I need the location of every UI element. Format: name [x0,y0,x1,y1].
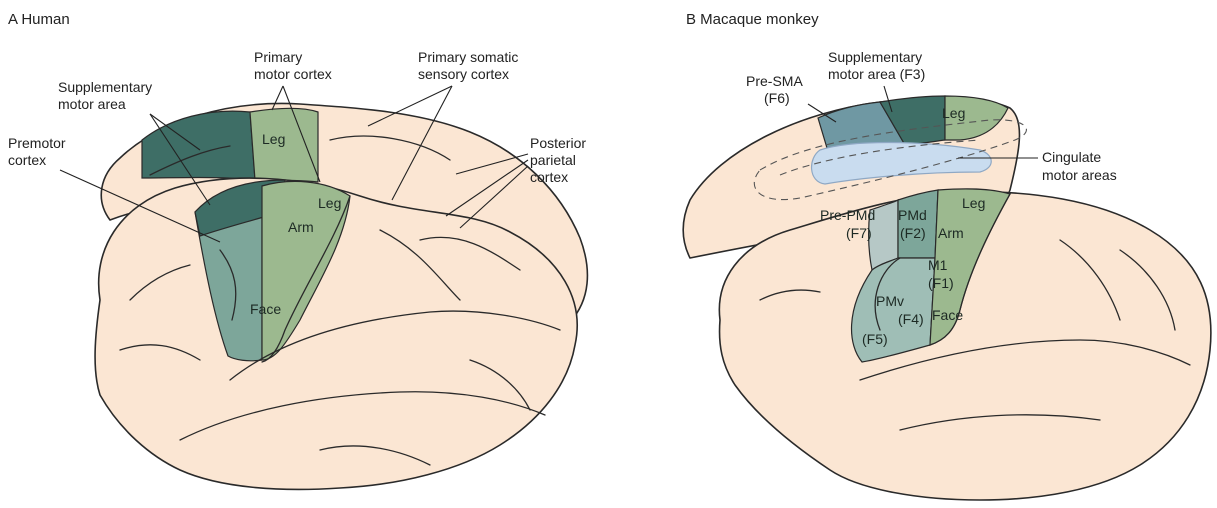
macaque-pmd-label-line1: PMd [898,207,927,223]
macaque-cingulate-label-line1: Cingulate [1042,149,1101,165]
macaque-cingulate-label-line2: motor areas [1042,167,1117,183]
macaque-prepmd-label-line1: Pre-PMd [820,207,875,223]
macaque-leg-medial-label: Leg [942,105,965,121]
human-primary-motor-label-line2: motor cortex [254,66,332,82]
macaque-leg-lateral-label: Leg [962,195,985,211]
human-sma-label-line2: motor area [58,96,126,112]
human-posterior-parietal-label-line2: parietal [530,152,576,168]
macaque-pmv-label-line2: (F4) [898,311,924,327]
human-primary-sensory-label-line2: sensory cortex [418,66,509,82]
human-leg-medial-label: Leg [262,131,285,147]
panel-a-title: A Human [8,11,70,28]
macaque-prepmd-label-line2: (F7) [846,225,872,241]
macaque-f5-label: (F5) [862,331,888,347]
panel-b-title: B Macaque monkey [686,11,819,28]
macaque-pmv-label-line1: PMv [876,293,904,309]
human-brain-panel: A Human Leg Leg Arm Face Pri [8,11,587,489]
macaque-pmd-label-line2: (F2) [900,225,926,241]
human-posterior-parietal-label-line1: Posterior [530,135,586,151]
macaque-face-label: Face [932,307,963,323]
human-face-label: Face [250,301,281,317]
macaque-sma-label-line1: Supplementary [828,49,922,65]
human-premotor-label-line1: Premotor [8,135,66,151]
human-leg-lateral-label: Leg [318,195,341,211]
human-sma-label-line1: Supplementary [58,79,152,95]
human-premotor-label-line2: cortex [8,152,46,168]
macaque-sma-label-line2: motor area (F3) [828,66,925,82]
human-sma-region [142,111,255,180]
macaque-brain-panel: B Macaque monkey Leg Leg [683,11,1211,500]
macaque-m1-label-line2: (F1) [928,275,954,291]
human-posterior-parietal-label-line3: cortex [530,169,568,185]
macaque-presma-label-line2: (F6) [764,90,790,106]
human-arm-label: Arm [288,219,314,235]
macaque-m1-label-line1: M1 [928,257,948,273]
human-primary-motor-label-line1: Primary [254,49,302,65]
macaque-arm-label: Arm [938,225,964,241]
macaque-pmd-region [898,190,938,258]
human-primary-sensory-label-line1: Primary somatic [418,49,518,65]
macaque-presma-label-line1: Pre-SMA [746,73,803,89]
